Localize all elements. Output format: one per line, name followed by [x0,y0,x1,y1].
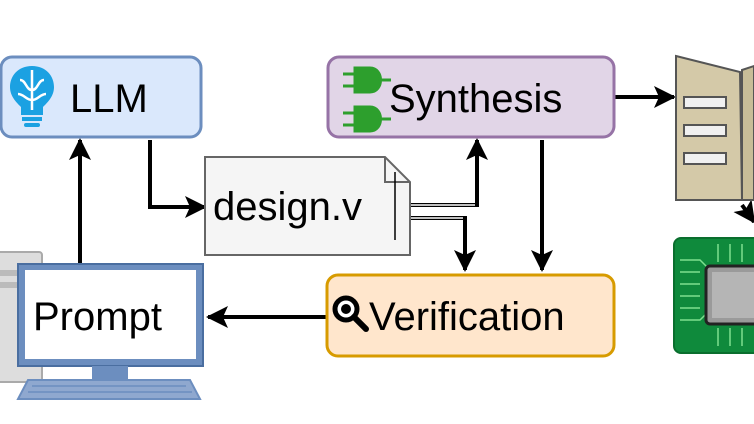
design-file-label: design.v [213,185,362,229]
edge-llm-to-design [148,140,207,218]
synthesis-box [326,55,616,139]
edge-design-to-synthesis [410,138,488,207]
logic-gates-icon [343,66,391,133]
llm-node[interactable]: LLM [0,55,203,139]
verification-label: Verification [369,295,565,339]
prompt-label: Prompt [33,295,162,339]
llm-label: LLM [70,77,148,121]
verification-node[interactable]: Verification [325,273,616,358]
chip-node [673,237,754,354]
synthesis-label: Synthesis [389,77,562,121]
factory-icon [675,54,754,201]
magnifier-icon [332,295,369,332]
microchip-icon [673,237,754,354]
edge-factory-to-chip [733,199,754,224]
computer-icon [0,251,204,400]
edge-design-to-verification [410,216,476,272]
factory-node [675,54,754,201]
prompt-node[interactable]: Prompt [0,251,204,400]
design-file-node[interactable]: design.v [204,156,411,256]
brain-bulb-icon [10,66,54,127]
synthesis-node[interactable]: Synthesis [326,55,616,139]
verification-box [325,273,616,358]
document-icon [204,156,411,256]
